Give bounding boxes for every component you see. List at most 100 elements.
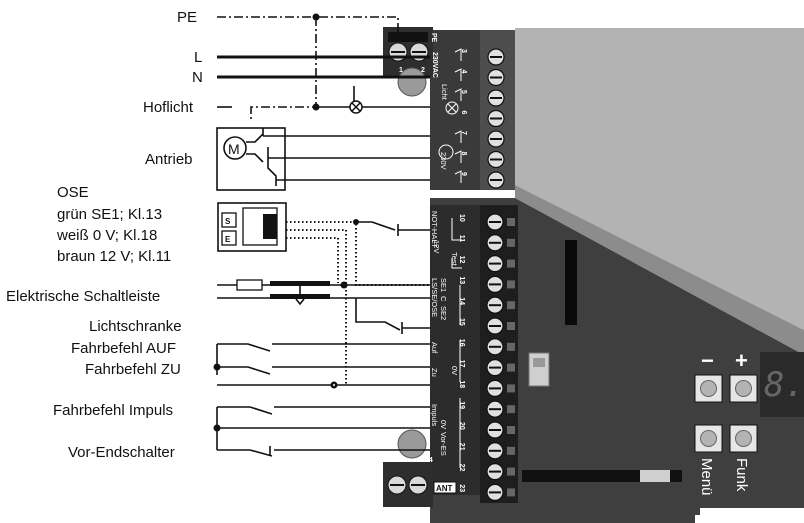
main-label-strip: [430, 205, 480, 495]
svg-text:S: S: [225, 217, 231, 226]
motor-wires: [263, 135, 430, 181]
terminal-pin-23: [507, 488, 515, 497]
se1-label: SE1: [439, 278, 448, 292]
terminal-pin-16: [507, 342, 515, 351]
funk-button[interactable]: [729, 424, 758, 453]
lichtschranke-wire: [355, 298, 430, 334]
auf-label: Auf: [430, 342, 439, 354]
nothalt-label: NOT-HALT: [430, 211, 439, 248]
pe-num-2: 2: [421, 67, 425, 74]
pe-block-label: PE: [430, 33, 437, 43]
terminal-screw-9: [487, 171, 505, 189]
terminal-screw-23: [486, 483, 504, 501]
terminal-num-10: 10: [458, 214, 465, 222]
terminal-screw-20: [486, 421, 504, 439]
terminal-pin-14: [507, 301, 515, 310]
minus-button[interactable]: [694, 374, 723, 403]
terminal-num-23: 23: [458, 484, 465, 492]
jumper: [528, 352, 550, 387]
terminal-num-16: 16: [458, 339, 465, 347]
terminal-num-11: 11: [458, 235, 465, 243]
pe-branch: [250, 17, 317, 122]
board-symbols: [438, 48, 462, 468]
board-labels: PE 230VAC Licht 230V NOT-HALT 12V Test L…: [430, 33, 459, 456]
top-terminal-screws: [487, 48, 505, 189]
terminal-pin-21: [507, 446, 515, 455]
terminal-num-14: 14: [458, 297, 465, 305]
licht-label: Licht: [440, 84, 449, 101]
terminal-screw-8: [487, 150, 505, 169]
motor-symbol: [438, 144, 454, 160]
terminal-screw-3: [487, 48, 505, 66]
mains-label-strip: [430, 30, 480, 190]
zu-switch: [217, 366, 430, 375]
terminal-num-7: 7: [460, 131, 467, 135]
terminal-num-18: 18: [458, 380, 465, 388]
terminal-screw-21: [486, 442, 504, 460]
terminal-pin-19: [507, 405, 515, 414]
schaltleiste-label: Elektrische Schaltleiste: [6, 288, 160, 305]
test-label: Test: [450, 252, 459, 267]
terminal-screw-7: [487, 130, 505, 148]
se2-label: SE2: [439, 306, 448, 320]
funk-label: Funk: [733, 458, 750, 492]
plus-label: +: [735, 348, 748, 373]
l-label: L: [194, 49, 202, 66]
terminal-screw-14: [486, 296, 504, 314]
ant-label: ANT: [436, 484, 453, 493]
ose-box-s: [221, 212, 237, 228]
terminal-num-12: 12: [458, 256, 465, 264]
terminal-pin-13: [507, 280, 515, 289]
wiring: M S E: [213, 13, 430, 457]
plus-button[interactable]: [729, 374, 758, 403]
terminal-screw-12: [486, 255, 504, 273]
terminal-num-13: 13: [458, 276, 465, 284]
pe-wire: [217, 16, 399, 34]
terminal-num-8: 8: [460, 152, 467, 156]
ose-brown-wire: [286, 237, 339, 283]
terminal-num-9: 9: [460, 172, 467, 176]
nothalt-switch: [356, 221, 430, 236]
terminal-num-5: 5: [460, 90, 467, 94]
pe-label: PE: [177, 9, 197, 26]
ose-green-wire: [286, 221, 430, 286]
terminal-screw-11: [486, 234, 504, 252]
terminal-screw-18: [486, 379, 504, 397]
ant-num-25: 25: [389, 457, 397, 464]
terminal-pin-17: [507, 363, 515, 372]
antrieb-box: [216, 127, 286, 191]
lichtschranke-label: Lichtschranke: [89, 318, 182, 335]
terminal-pin-20: [507, 426, 515, 434]
ose-white-wire: [286, 229, 347, 385]
ant-num-24: 24: [425, 457, 433, 464]
housing-top: [515, 28, 804, 330]
ov-label: 0V: [450, 366, 459, 375]
terminal-num-17: 17: [458, 360, 465, 368]
menu-button[interactable]: [694, 424, 723, 453]
terminal-screw-10: [486, 213, 504, 231]
terminal-pin-18: [507, 384, 515, 393]
terminal-screw-6: [487, 109, 505, 128]
c-label: C: [439, 296, 448, 302]
terminal-num-22: 22: [458, 464, 465, 472]
terminal-screw-5: [487, 89, 505, 107]
fahrbefehl-auf-label: Fahrbefehl AUF: [71, 340, 176, 357]
housing-bevel: [515, 185, 804, 355]
hoflicht-label: Hoflicht: [143, 99, 194, 116]
fahrbefehl-impuls-label: Fahrbefehl Impuls: [53, 402, 173, 419]
pe-num-1: 1: [399, 67, 403, 74]
minus-label: −: [701, 348, 714, 373]
standoff-top: [397, 67, 427, 97]
terminal-num-15: 15: [458, 318, 465, 326]
terminal-pin-10: [507, 218, 515, 226]
terminal-num-20: 20: [458, 422, 465, 430]
ose-line-3: braun 12 V; Kl.11: [57, 248, 171, 265]
ose-line-2: weiß 0 V; Kl.18: [56, 227, 157, 244]
n-label: N: [192, 69, 203, 86]
left-labels: PE L N Hoflicht Antrieb OSE grün SE1; Kl…: [6, 9, 203, 461]
menu-label: Menü: [698, 458, 715, 496]
svg-text:E: E: [225, 235, 231, 244]
terminal-screw-17: [486, 359, 504, 377]
